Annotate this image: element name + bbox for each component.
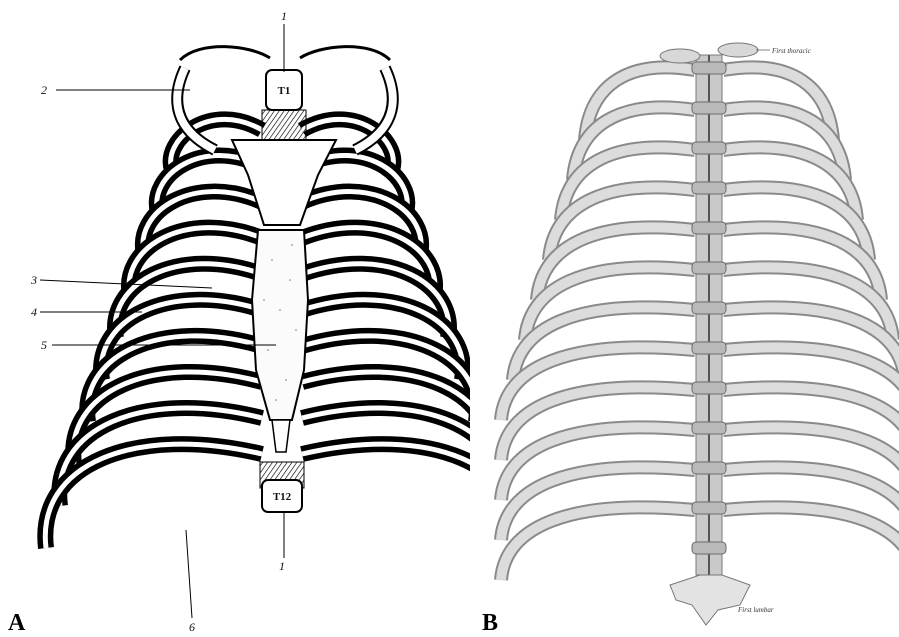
vertebra-segment	[692, 102, 726, 114]
vertebra-t1-label: T1	[278, 85, 291, 97]
first-thoracic-annotation: First thoracic	[771, 47, 812, 55]
vertebra-segment	[692, 542, 726, 554]
vertebral-column	[692, 55, 726, 575]
vertebra-segment	[692, 262, 726, 274]
callout-lines	[40, 24, 284, 618]
vertebra-segment	[692, 182, 726, 194]
vertebra-segment	[692, 502, 726, 514]
panel-a-anterior-ribcage: T1 T12	[0, 0, 470, 637]
vertebra-t12: T12	[260, 462, 304, 512]
callout-label-4: 4	[31, 305, 37, 319]
panel-b-letter: B	[482, 610, 498, 636]
callout-label-6: 6	[189, 620, 195, 634]
anterior-ribcage-illustration: T1 T12	[0, 0, 470, 637]
callout-label-5: 5	[41, 338, 47, 352]
posterior-ribcage-illustration: First thoracic First lumbar B	[470, 0, 899, 637]
vertebra-segment	[692, 142, 726, 154]
vertebra-segment	[692, 462, 726, 474]
vertebra-segment	[692, 62, 726, 74]
callout-label-1-top: 1	[281, 9, 287, 23]
vertebra-segment	[692, 222, 726, 234]
manubrium	[232, 140, 336, 225]
rib-band	[302, 444, 470, 548]
vertebra-segment	[692, 302, 726, 314]
posterior-rib	[501, 507, 695, 580]
callout-label-1-bottom: 1	[279, 559, 285, 573]
vertebra-segment	[692, 422, 726, 434]
callout-label-2: 2	[41, 83, 47, 97]
first-lumbar-annotation: First lumbar	[737, 606, 774, 614]
panel-a-letter: A	[8, 610, 26, 636]
callout-label-3: 3	[30, 273, 37, 287]
first-lumbar-vertebra: First lumbar	[670, 575, 774, 625]
panel-b-posterior-ribcage: First thoracic First lumbar B	[470, 0, 899, 637]
vertebra-segment	[692, 382, 726, 394]
vertebra-segment	[692, 342, 726, 354]
vertebra-t1: T1	[262, 70, 306, 140]
first-thoracic-vertebra: First thoracic	[660, 43, 812, 63]
sternum-body	[252, 230, 308, 420]
vertebra-t12-label: T12	[273, 491, 292, 503]
xiphoid-process	[272, 420, 290, 452]
